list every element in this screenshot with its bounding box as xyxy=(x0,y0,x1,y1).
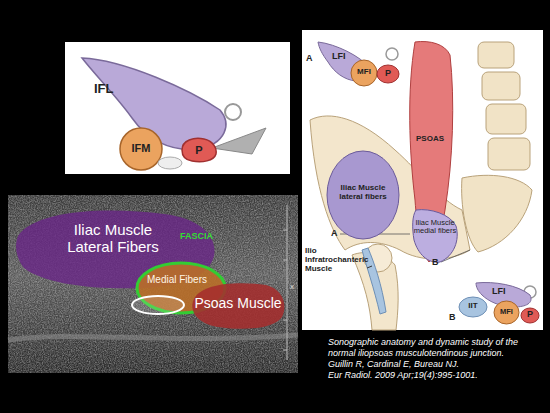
muscle-circle: MFI xyxy=(350,59,378,87)
node-label: Iliac Muscle lateral fibers xyxy=(335,184,391,202)
structure-label: Ilio Infratrochanteric Muscle xyxy=(305,247,367,273)
node-label: Iliac Muscle medial fibers xyxy=(413,219,457,236)
tendon-ellipse xyxy=(158,157,182,169)
ultrasound-image xyxy=(8,195,298,373)
shape-fill xyxy=(192,283,284,329)
bone-echo xyxy=(8,335,298,340)
node-label: LFI xyxy=(492,287,516,297)
section-letter: B xyxy=(432,258,439,268)
node-label: MFI xyxy=(493,308,520,316)
leader-line xyxy=(367,266,372,268)
vessel-circle xyxy=(386,48,398,60)
ultrasound-speckle xyxy=(8,195,298,373)
shape-fill xyxy=(413,210,458,263)
node-label: Medial Fibers xyxy=(142,274,212,285)
shape-fill xyxy=(377,65,399,83)
caption-block: Sonographic anatomy and dynamic study of… xyxy=(328,337,544,381)
shape-fill xyxy=(16,210,215,288)
section-letter: B xyxy=(449,313,456,323)
citation-journal: Eur Radiol. 2009 Apr;19(4):995-1001. xyxy=(328,370,544,381)
iliac-muscle: Iliac Muscle medial fibers xyxy=(410,206,460,264)
muscle-region: P xyxy=(180,136,218,164)
shape-fill xyxy=(521,308,539,323)
node-label: P xyxy=(376,69,400,79)
section-letter: A xyxy=(331,229,338,239)
node-label: PSOAS xyxy=(405,135,455,144)
spine xyxy=(462,42,532,252)
node-label: IIT xyxy=(458,302,488,311)
muscle-circle: IFM xyxy=(119,127,163,171)
illustration-part xyxy=(462,175,532,252)
illustration-part xyxy=(482,72,520,100)
node-label: IFM xyxy=(119,142,163,154)
scale-tick xyxy=(283,230,287,231)
muscle-circle: MFI xyxy=(493,300,520,325)
node-label: Psoas Muscle xyxy=(192,296,284,311)
shape-fill xyxy=(120,128,162,170)
node-label: LFI xyxy=(332,52,356,62)
anatomy-panel xyxy=(302,30,543,330)
citation-authors: Guillin R, Cardinal E, Bureau NJ. xyxy=(328,359,544,370)
muscle-region: P xyxy=(376,64,400,84)
section-letter: A xyxy=(306,54,313,64)
shape-fill xyxy=(327,151,399,239)
node-label: MFI xyxy=(350,68,378,77)
caption: Sonographic anatomy and dynamic study of… xyxy=(328,337,544,359)
node-label: IFL xyxy=(94,82,138,96)
structure-label: FASCIA xyxy=(180,232,213,242)
iliac-muscle: Iliac Muscle lateral fibers xyxy=(326,150,400,240)
depth-scale xyxy=(287,205,288,360)
schematic-panel xyxy=(65,42,290,174)
illustration-part xyxy=(478,42,514,68)
muscle-region: P xyxy=(520,307,540,324)
node-label: P xyxy=(520,310,540,320)
scale-mark: x xyxy=(290,283,294,292)
scale-tick xyxy=(283,350,287,351)
illustration-part xyxy=(486,104,526,134)
node-label: P xyxy=(180,144,218,156)
scale-tick xyxy=(283,260,287,261)
shape-fill xyxy=(351,60,377,86)
shape-fill xyxy=(459,297,487,317)
muscle-region: IIT xyxy=(458,296,488,318)
vessel-circle xyxy=(225,104,241,120)
illustration-part xyxy=(488,138,530,170)
scale-tick xyxy=(283,320,287,321)
ultrasound-region: Psoas Muscle xyxy=(188,279,288,331)
node-label: Iliac Muscle Lateral Fibers xyxy=(50,222,176,255)
shape-fill xyxy=(494,301,519,324)
